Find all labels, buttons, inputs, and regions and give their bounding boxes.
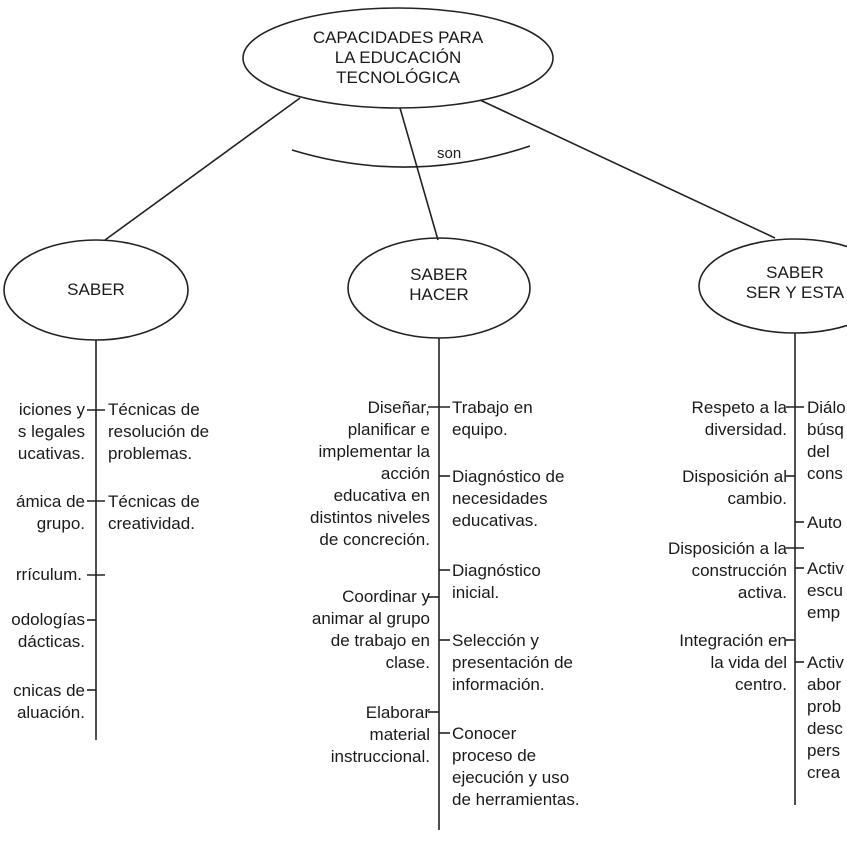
son-connector-label: son — [437, 145, 462, 162]
saber-ser-left-item: Disposición a la construcción activa. — [667, 539, 787, 602]
connector-saber — [104, 97, 301, 241]
connector-saber-ser — [479, 99, 776, 239]
saber-hacer-right-item: Trabajo en equipo. — [452, 398, 533, 439]
saber-hacer-right-item: Diagnóstico de necesidades educativas. — [452, 467, 565, 530]
saber-ser-left-item: Disposición al cambio. — [682, 467, 787, 508]
branch-node-saber-ser-label: SABER SER Y ESTA — [745, 263, 845, 302]
connector-saber-hacer — [399, 107, 439, 241]
saber-hacer-right-item: Diagnóstico inicial. — [452, 561, 541, 602]
saber-ser-right-item: Diálo búsq del cons — [807, 398, 846, 483]
root-node-label: CAPACIDADES PARA LA EDUCACIÓN TECNOLÓGIC… — [312, 28, 484, 87]
saber-left-item: ámica de grupo. — [16, 492, 85, 533]
saber-ser-right-item: Activ abor prob desc pers crea — [807, 653, 844, 782]
saber-right-item: Técnicas de creatividad. — [108, 492, 200, 533]
saber-left-item: iciones y s legales ucativas. — [17, 400, 85, 463]
saber-hacer-right-item: Selección y presentación de información. — [452, 631, 573, 694]
branch-node-saber-hacer-label: SABER HACER — [409, 265, 469, 304]
saber-hacer-left-item: Coordinar y animar al grupo de trabajo e… — [311, 587, 430, 672]
saber-ser-right-item: Auto — [807, 513, 842, 532]
saber-left-item: rrículum. — [15, 565, 82, 584]
saber-hacer-left-item: Elaborar material instruccional. — [330, 703, 430, 766]
saber-hacer-right-item: Conocer proceso de ejecución y uso de he… — [452, 724, 580, 809]
saber-ser-left-item: Integración en la vida del centro. — [679, 631, 787, 694]
saber-left-item: odologías dácticas. — [11, 610, 85, 651]
root-node-outline — [242, 7, 554, 109]
saber-ser-right-item: Activ escu emp — [807, 559, 844, 622]
son-arc — [291, 145, 531, 168]
saber-right-item: Técnicas de resolución de problemas. — [108, 400, 210, 463]
saber-ser-left-item: Respeto a la diversidad. — [691, 398, 787, 439]
saber-hacer-left-item: Diseñar, planificar e implementar la acc… — [309, 398, 430, 549]
branch-node-saber-label: SABER — [67, 280, 125, 299]
saber-left-item: cnicas de aluación. — [13, 681, 85, 722]
